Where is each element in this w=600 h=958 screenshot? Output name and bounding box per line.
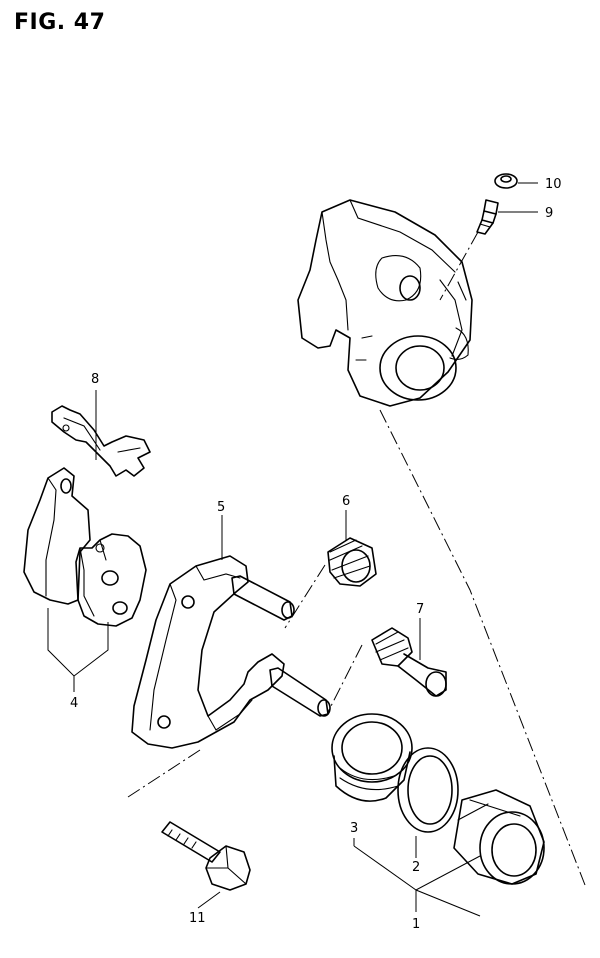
piston-icon	[453, 789, 545, 885]
bleeder-valve-icon	[476, 199, 499, 235]
alignment-line-boot-6	[284, 564, 326, 629]
alignment-line-bracket	[127, 749, 201, 798]
callout-7: 7	[416, 602, 424, 617]
alignment-line-caliper	[379, 409, 586, 886]
callout-5: 5	[217, 500, 225, 515]
callout-1: 1	[412, 917, 420, 932]
caliper-body-icon	[297, 199, 473, 407]
callout-11: 11	[189, 911, 206, 926]
pin-boot-icon	[327, 537, 377, 587]
figure-title: FIG. 47	[14, 10, 106, 35]
dust-seal-icon	[331, 713, 413, 802]
caliper-bracket-icon	[131, 555, 331, 749]
callout-8: 8	[91, 372, 99, 387]
bleeder-cap-icon	[494, 173, 518, 189]
brake-pads-icon	[23, 467, 147, 627]
callout-2: 2	[412, 860, 420, 875]
callout-3: 3	[350, 821, 358, 836]
callout-10: 10	[545, 177, 562, 192]
leader-lines	[47, 182, 538, 917]
piston-seal-icon	[397, 747, 459, 833]
alignment-line-boot-7	[327, 644, 363, 713]
callout-4: 4	[70, 696, 78, 711]
callout-6: 6	[342, 494, 350, 509]
alignment-line-bleeder	[439, 231, 479, 301]
slide-pin-boot-icon	[371, 627, 447, 697]
mounting-bolt-icon	[161, 821, 251, 891]
callout-9: 9	[545, 206, 553, 221]
pad-spring-icon	[51, 405, 151, 477]
